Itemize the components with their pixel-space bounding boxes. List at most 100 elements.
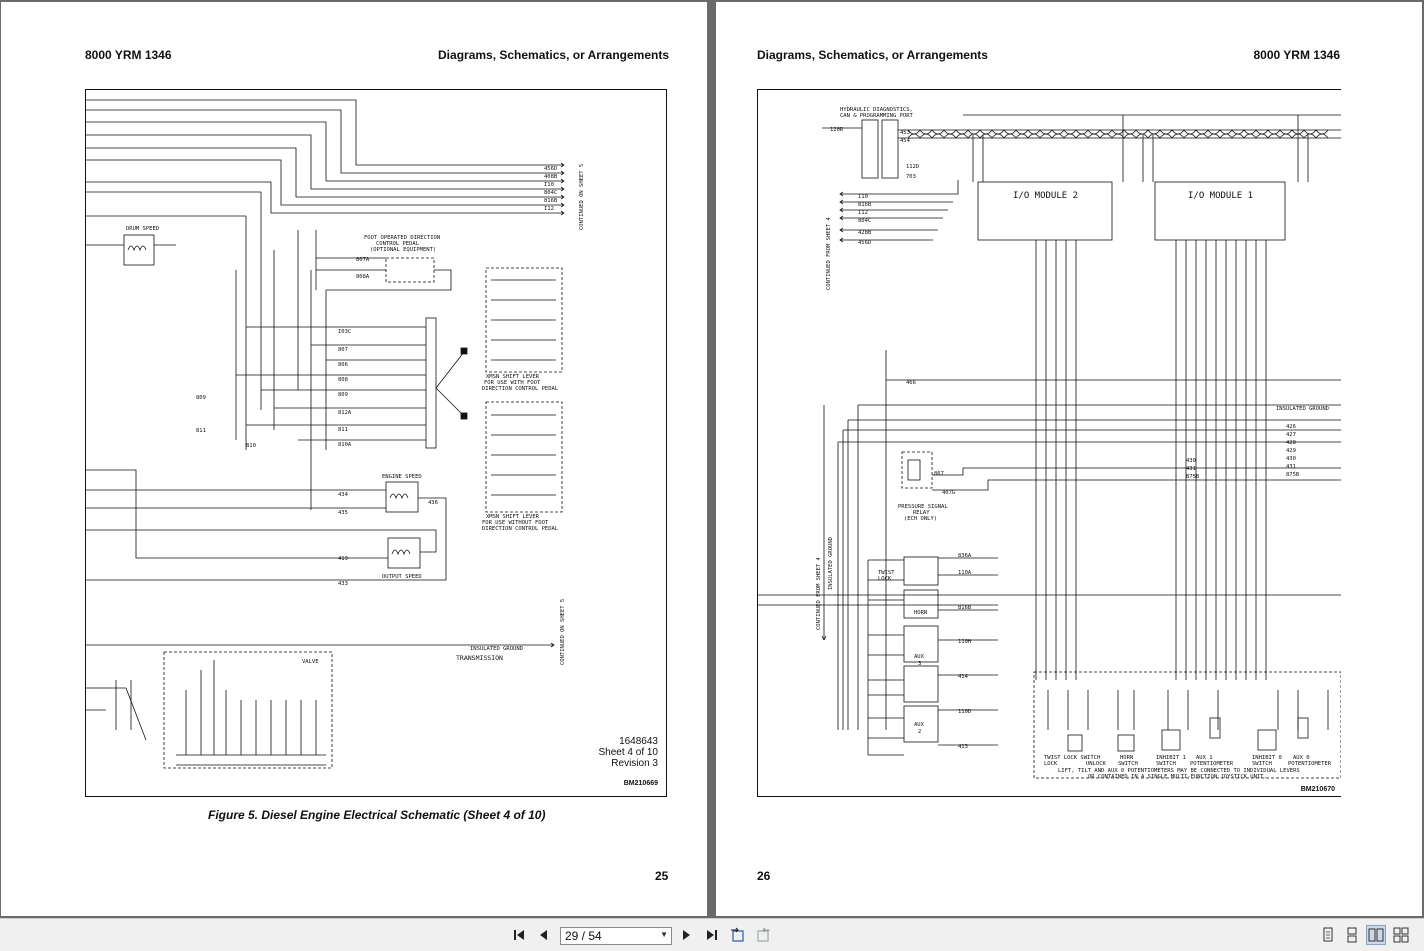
svg-text:426: 426 [1286,424,1296,430]
svg-text:I/O MODULE 1: I/O MODULE 1 [1188,191,1253,201]
rotate-page-icon [731,927,744,942]
svg-text:808: 808 [338,377,348,383]
svg-text:453: 453 [900,130,910,136]
svg-text:AUX 0: AUX 0 [1293,755,1310,761]
svg-text:836A: 836A [958,553,972,559]
svg-text:427: 427 [1286,432,1296,438]
svg-text:SWITCH: SWITCH [1156,761,1176,767]
two-page-icon [1368,928,1384,942]
svg-text:875B: 875B [1186,474,1200,480]
figure-caption: Figure 5. Diesel Engine Electrical Schem… [208,808,546,822]
svg-text:SWITCH: SWITCH [1252,761,1272,767]
previous-page-button[interactable] [534,925,554,945]
last-page-icon [707,930,717,940]
svg-text:I10: I10 [544,182,554,188]
svg-text:TRANSMISSION: TRANSMISSION [456,654,503,662]
svg-text:RELAY: RELAY [913,510,930,516]
svg-text:LIFT, TILT AND AUX 0 POTENTIOM: LIFT, TILT AND AUX 0 POTENTIOMETERS MAY … [1058,768,1300,774]
svg-text:AUX: AUX [914,722,925,728]
continuous-view-button[interactable] [1342,925,1362,945]
svg-text:809: 809 [338,392,348,398]
page-26: Diagrams, Schematics, or Arrangements 80… [716,2,1422,916]
svg-text:INSULATED GROUND: INSULATED GROUND [828,537,834,590]
svg-text:CONTINUED FROM SHEET 4: CONTINUED FROM SHEET 4 [816,556,822,630]
svg-text:CAN & PROGRAMMING PORT: CAN & PROGRAMMING PORT [840,113,914,119]
svg-text:FOR USE WITH FOOT: FOR USE WITH FOOT [484,380,541,386]
svg-text:POTENTIOMETER: POTENTIOMETER [1288,761,1332,767]
svg-text:811: 811 [196,428,206,434]
svg-text:807A: 807A [356,257,370,263]
svg-text:TWIST LOCK SWITCH: TWIST LOCK SWITCH [1044,755,1100,761]
svg-text:INHIBIT 1: INHIBIT 1 [1156,755,1186,761]
svg-text:INSULATED GROUND: INSULATED GROUND [470,646,523,652]
revision: Revision 3 [611,758,658,769]
svg-text:812A: 812A [338,410,352,416]
page-number-right: 26 [757,869,771,883]
svg-text:TWIST: TWIST [878,570,895,576]
svg-text:I10: I10 [858,194,868,200]
svg-text:FOR USE WITHOUT FOOT: FOR USE WITHOUT FOOT [482,520,549,526]
svg-text:XMSN SHIFT LEVER: XMSN SHIFT LEVER [486,374,540,380]
section-header-right: Diagrams, Schematics, or Arrangements [757,48,988,62]
bm-code-left: BM210669 [623,780,658,787]
two-page-view-button[interactable] [1366,925,1386,945]
last-page-button[interactable] [701,925,721,945]
page-selector[interactable]: 29 / 54 ▼ [560,927,672,945]
svg-text:110A: 110A [958,570,972,576]
svg-text:XMSN SHIFT LEVER: XMSN SHIFT LEVER [486,514,540,520]
svg-text:I/O MODULE 2: I/O MODULE 2 [1013,191,1078,201]
svg-text:INHIBIT 0: INHIBIT 0 [1252,755,1282,761]
page-25: 8000 YRM 1346 Diagrams, Schematics, or A… [1,2,707,916]
svg-text:PRESSURE SIGNAL: PRESSURE SIGNAL [898,504,948,510]
single-page-icon [1323,927,1333,942]
svg-text:OUTPUT SPEED: OUTPUT SPEED [382,574,422,580]
pdf-toolbar: 29 / 54 ▼ [0,918,1424,951]
svg-text:413: 413 [958,744,968,750]
two-page-continuous-icon [1393,927,1409,943]
svg-text:408B: 408B [544,174,558,180]
svg-text:LOCK: LOCK [1044,761,1058,767]
svg-text:LOCK: LOCK [878,576,892,582]
svg-text:430: 430 [1286,456,1296,462]
svg-text:POTENTIOMETER: POTENTIOMETER [1190,761,1234,767]
next-page-button[interactable] [676,925,696,945]
svg-text:428: 428 [1286,440,1296,446]
svg-text:433: 433 [338,581,348,587]
first-page-icon [514,930,524,940]
first-page-button[interactable] [510,925,530,945]
rotate-back-button[interactable] [753,925,773,945]
svg-text:454: 454 [900,138,911,144]
svg-text:804C: 804C [858,218,871,224]
page-number-left: 25 [655,869,669,883]
svg-text:816B: 816B [958,605,972,611]
svg-text:FOOT OPERATED DIRECTION: FOOT OPERATED DIRECTION [364,235,440,241]
svg-text:429: 429 [1286,448,1296,454]
svg-text:431: 431 [1186,466,1196,472]
svg-text:VALVE: VALVE [302,659,319,665]
svg-text:AUX 1: AUX 1 [1196,755,1213,761]
svg-text:CONTINUED ON SHEET 5: CONTINUED ON SHEET 5 [560,599,566,665]
document-viewer: 8000 YRM 1346 Diagrams, Schematics, or A… [0,0,1424,918]
svg-text:110H: 110H [958,639,971,645]
schematic-diagram-right: HYDRAULIC DIAGNOSTICS, CAN & PROGRAMMING… [758,107,1341,780]
schematic-diagram-left: DRUM SPEED 456D 408B I10 804C 816B I12 F… [86,99,585,769]
svg-text:703: 703 [906,174,916,180]
svg-text:CONTINUED ON SHEET 5: CONTINUED ON SHEET 5 [579,164,585,230]
svg-text:434: 434 [338,492,349,498]
svg-text:DIRECTION CONTROL PEDAL: DIRECTION CONTROL PEDAL [482,526,559,532]
chevron-down-icon: ▼ [660,930,668,939]
previous-page-icon [540,930,547,940]
svg-text:435: 435 [338,510,348,516]
two-page-continuous-button[interactable] [1391,925,1411,945]
svg-text:HORN: HORN [914,610,927,616]
svg-text:809: 809 [196,395,206,401]
svg-text:I03C: I03C [338,329,351,335]
svg-text:ENGINE SPEED: ENGINE SPEED [382,474,422,480]
svg-text:430: 430 [1186,458,1196,464]
svg-text:428B: 428B [858,230,872,236]
svg-text:DRUM SPEED: DRUM SPEED [126,226,159,232]
single-page-view-button[interactable] [1318,925,1338,945]
svg-text:436: 436 [428,500,438,506]
schematic-frame-left: DRUM SPEED 456D 408B I10 804C 816B I12 F… [85,89,667,797]
rotate-button[interactable] [728,925,748,945]
